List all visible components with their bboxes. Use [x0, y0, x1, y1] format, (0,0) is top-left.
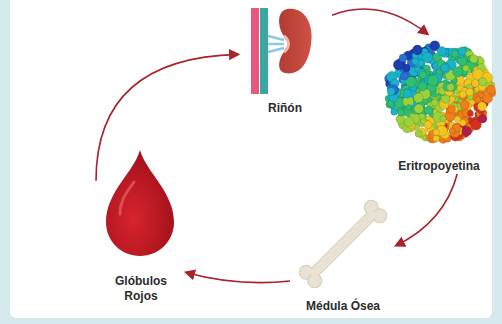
protein-atom	[459, 91, 466, 98]
protein-atom	[449, 128, 455, 134]
node-label: Glóbulos Rojos	[105, 274, 177, 304]
protein-atom	[453, 67, 463, 77]
protein-atom	[471, 79, 479, 87]
protein-atom	[398, 109, 405, 116]
protein-atom	[451, 50, 458, 57]
protein-atom	[406, 105, 412, 111]
cycle-node: Médula Ósea	[290, 196, 396, 314]
protein-atom	[479, 78, 487, 86]
protein-atom	[387, 88, 395, 96]
protein-atom	[391, 108, 398, 115]
protein-atom	[437, 47, 446, 56]
cycle-node: Glóbulos Rojos	[96, 146, 186, 304]
protein-atom	[462, 126, 472, 136]
protein-atom	[448, 105, 456, 113]
protein-atom	[433, 129, 440, 136]
protein-atom	[412, 58, 418, 64]
protein-atom	[454, 116, 460, 122]
protein-atom	[441, 64, 451, 74]
blood-drop	[106, 150, 174, 256]
protein-atom	[441, 64, 449, 72]
protein-atom	[419, 71, 427, 79]
protein-atom	[400, 72, 408, 80]
cycle-node: Riñón	[238, 4, 332, 116]
cycle-arrow	[186, 272, 290, 282]
node-label: Médula Ósea	[306, 299, 380, 314]
protein-atom	[483, 94, 493, 104]
erythropoietin-protein	[385, 41, 496, 144]
cycle-node: Eritropoyetina	[382, 34, 496, 174]
protein-atom	[404, 117, 414, 127]
cycle-arrow	[396, 174, 457, 246]
protein-atom	[478, 114, 487, 123]
protein-atom	[466, 88, 474, 96]
protein-atom	[431, 99, 438, 106]
cycle-arrow	[96, 54, 238, 180]
bone-icon	[296, 197, 389, 290]
protein-atom	[487, 85, 496, 94]
cycle-arrow	[332, 9, 428, 34]
protein-atom	[460, 100, 469, 109]
protein-atom	[414, 104, 423, 113]
protein-atom	[424, 106, 432, 114]
protein-atom	[427, 75, 438, 86]
protein-atom	[399, 54, 407, 62]
protein-atom	[458, 47, 466, 55]
protein-atom	[418, 82, 427, 91]
protein-atom	[470, 55, 478, 63]
protein-atom	[414, 93, 424, 103]
protein-atom	[447, 84, 454, 91]
node-label: Eritropoyetina	[398, 159, 479, 174]
protein-atom	[468, 110, 474, 116]
protein-atom	[477, 102, 486, 111]
kidney-icon	[251, 8, 312, 94]
protein-atom	[433, 135, 439, 141]
protein-atom	[388, 85, 399, 96]
node-label: Riñón	[268, 101, 302, 116]
protein-atom	[475, 96, 481, 102]
protein-atom	[440, 116, 446, 122]
protein-atom	[442, 95, 450, 103]
protein-atom	[424, 121, 432, 129]
protein-atom	[413, 45, 423, 55]
protein-atom	[463, 65, 469, 71]
protein-atom	[422, 52, 432, 62]
protein-atom	[415, 130, 422, 137]
